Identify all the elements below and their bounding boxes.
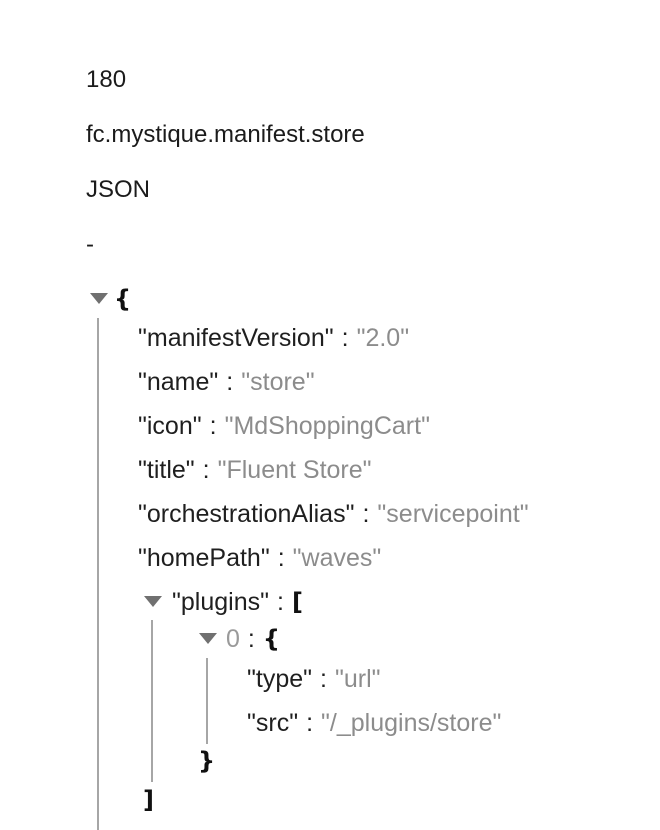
json-colon: : <box>362 500 370 528</box>
json-key: "src" <box>247 709 299 737</box>
json-value: "MdShoppingCart" <box>224 412 430 440</box>
json-colon: : <box>341 324 349 352</box>
json-key: "homePath" <box>138 544 270 572</box>
json-value: "store" <box>241 368 315 396</box>
json-array-plugins: "plugins":[ <box>172 587 303 617</box>
record-description: - <box>86 231 94 258</box>
json-colon: : <box>247 625 255 653</box>
json-pair-name: "name":"store" <box>138 367 315 397</box>
plugins-indent-guide <box>151 620 153 782</box>
json-object-index-0: 0:{ <box>226 624 280 654</box>
json-pair-manifestversion: "manifestVersion":"2.0" <box>138 323 409 353</box>
json-colon: : <box>276 588 284 616</box>
root-open-brace: { <box>114 285 132 313</box>
collapse-plugins-caret-icon[interactable] <box>144 596 162 607</box>
record-id: 180 <box>86 66 127 93</box>
json-colon: : <box>226 368 234 396</box>
json-key: "type" <box>247 665 313 693</box>
json-value: "Fluent Store" <box>217 456 372 484</box>
json-colon: : <box>202 456 210 484</box>
json-pair-icon: "icon":"MdShoppingCart" <box>138 411 430 441</box>
json-value: "2.0" <box>356 324 410 352</box>
json-colon: : <box>277 544 285 572</box>
plugins-close-bracket: ] <box>143 786 154 814</box>
json-pair-orchestrationalias: "orchestrationAlias":"servicepoint" <box>138 499 529 529</box>
collapse-root-caret-icon[interactable] <box>90 293 108 304</box>
json-colon: : <box>209 412 217 440</box>
json-value: "servicepoint" <box>377 500 529 528</box>
json-key: "title" <box>138 456 195 484</box>
json-value: "waves" <box>292 544 382 572</box>
record-type: JSON <box>86 176 151 203</box>
json-pair-type: "type":"url" <box>247 664 381 694</box>
json-pair-title: "title":"Fluent Store" <box>138 455 372 485</box>
json-key: "icon" <box>138 412 202 440</box>
json-index: 0 <box>226 625 240 653</box>
json-key: "plugins" <box>172 588 269 616</box>
json-key: "orchestrationAlias" <box>138 500 355 528</box>
json-colon: : <box>320 665 327 693</box>
item-0-open-brace: { <box>262 625 280 653</box>
json-colon: : <box>306 709 314 737</box>
json-key: "name" <box>138 368 219 396</box>
item-0-close-brace: } <box>198 747 216 775</box>
collapse-item-0-caret-icon[interactable] <box>199 633 217 644</box>
json-pair-homepath: "homePath":"waves" <box>138 543 381 573</box>
record-name: fc.mystique.manifest.store <box>86 121 365 148</box>
json-value: "url" <box>334 665 381 693</box>
json-value: "/_plugins/store" <box>321 709 502 737</box>
item-0-indent-guide <box>206 658 208 744</box>
plugins-open-bracket: [ <box>291 588 303 616</box>
root-indent-guide <box>97 318 99 830</box>
json-key: "manifestVersion" <box>138 324 334 352</box>
json-pair-src: "src":"/_plugins/store" <box>247 708 501 738</box>
